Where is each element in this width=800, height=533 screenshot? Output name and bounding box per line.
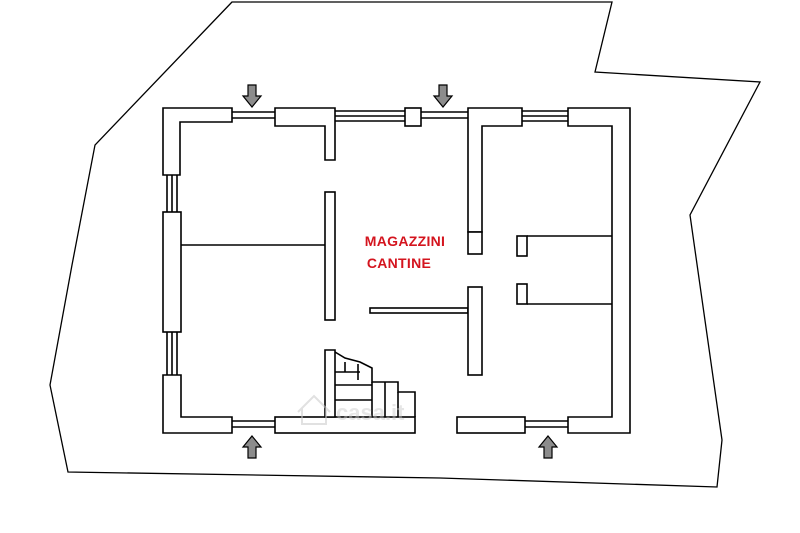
staircase <box>324 349 416 418</box>
windows <box>166 110 568 428</box>
entrance-arrow-top-center <box>432 84 454 108</box>
entrance-arrow-bottom-right <box>537 435 559 459</box>
svg-text:casa.it: casa.it <box>336 400 405 425</box>
room-label-cantine: CANTINE <box>367 255 431 271</box>
room-label-magazzini: MAGAZZINI <box>365 233 445 249</box>
entrance-arrow-bottom-left <box>241 435 263 459</box>
site-boundary <box>49 1 762 488</box>
inner-walls <box>181 191 612 376</box>
outer-walls <box>162 107 631 434</box>
watermark-logo: casa.it <box>297 394 405 425</box>
entrance-arrow-top-left <box>241 84 263 108</box>
